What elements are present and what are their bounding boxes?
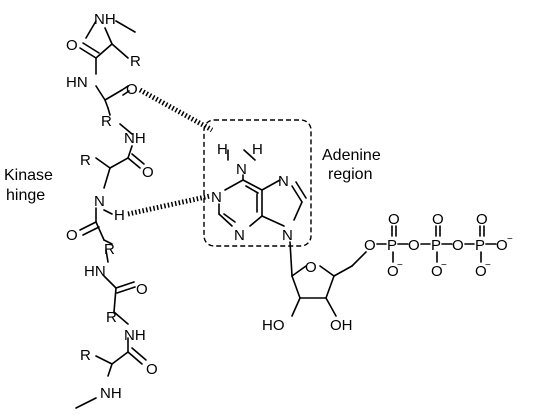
adenine-region-box: [203, 119, 312, 247]
charge-bot2: −: [441, 260, 447, 271]
backbone-hn3: HN: [84, 263, 106, 280]
kinase-hinge-label-line2: hinge: [6, 187, 45, 204]
charge-end: −: [507, 234, 513, 245]
phosphate-o-bridge1: O: [408, 237, 420, 254]
phosphate-o-bot1: O: [387, 263, 399, 280]
phosphate-o-bridge2: O: [452, 237, 464, 254]
hbond-top: [138, 87, 214, 133]
backbone-hn1: HN: [66, 74, 88, 91]
charge-bot3: −: [485, 260, 491, 271]
adenine-n9: N: [282, 227, 293, 244]
phosphate-o-top2: O: [432, 211, 444, 228]
adenine-n-amine: N: [236, 161, 247, 178]
kinase-hinge-label-line1: Kinase: [4, 167, 53, 184]
adenine-bonds: [218, 149, 307, 227]
backbone-o2: O: [126, 81, 138, 98]
backbone-nh2: NH: [124, 130, 146, 147]
backbone-h-hbond: H: [114, 207, 125, 224]
adenine-n7: N: [278, 173, 289, 190]
phosphate-o-top3: O: [476, 211, 488, 228]
backbone-labels: NH R O HN O R NH R O N H O R HN O R NH R…: [66, 11, 158, 402]
backbone-r2: R: [101, 113, 112, 130]
phosphate-labels: P P P O O O O O O O O O − − − −: [387, 211, 513, 280]
phosphate-p-alpha: P: [387, 237, 397, 254]
ribose-labels: O HO OH O: [262, 237, 376, 334]
backbone-n-hbond: N: [94, 193, 105, 210]
ribose-o-link: O: [364, 237, 376, 254]
adenine-h: H: [217, 141, 228, 158]
phosphate-o-end: O: [496, 237, 508, 254]
backbone-o4: O: [66, 227, 78, 244]
backbone-r1: R: [130, 53, 141, 70]
phosphate-o-top1: O: [388, 211, 400, 228]
charge-bot1: −: [397, 260, 403, 271]
ribose-o-ring: O: [305, 259, 317, 276]
adenine-region-label-line2: region: [328, 166, 372, 183]
backbone-nh4: NH: [124, 327, 146, 344]
phosphate-o-bot3: O: [475, 263, 487, 280]
backbone-r6: R: [80, 347, 91, 364]
adenine-region-label-line1: Adenine: [322, 147, 381, 164]
backbone-r5: R: [106, 309, 117, 326]
adenine-n3: N: [234, 227, 245, 244]
backbone-bonds: [75, 20, 147, 409]
backbone-o5: O: [136, 281, 148, 298]
backbone-nh-top: NH: [94, 11, 116, 28]
phosphate-p-beta: P: [431, 237, 441, 254]
adenine-h2: H: [252, 141, 263, 158]
hbond-bottom: [127, 193, 211, 217]
ribose-oh-right: OH: [330, 317, 353, 334]
ribose-oh-left: HO: [262, 317, 285, 334]
ribose-bonds: [289, 241, 367, 317]
adenine-labels: H N H N N N N: [211, 141, 293, 244]
phosphate-p-gamma: P: [475, 237, 485, 254]
backbone-r3: R: [80, 152, 91, 169]
backbone-nh-bottom: NH: [100, 385, 122, 402]
adenine-n1: N: [211, 189, 222, 206]
phosphate-bonds: [376, 225, 497, 263]
backbone-o3: O: [142, 164, 154, 181]
backbone-r4: R: [104, 241, 115, 258]
backbone-o1: O: [66, 37, 78, 54]
backbone-o6: O: [146, 361, 158, 378]
phosphate-o-bot2: O: [431, 263, 443, 280]
